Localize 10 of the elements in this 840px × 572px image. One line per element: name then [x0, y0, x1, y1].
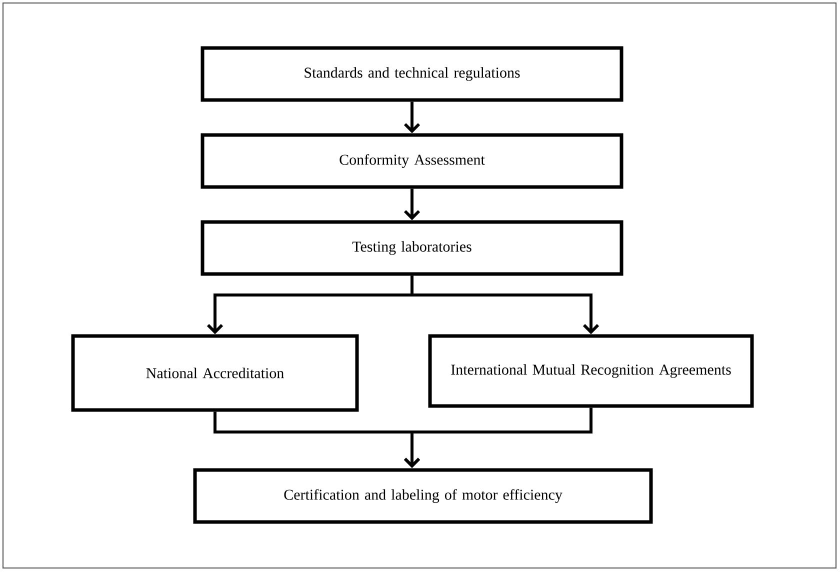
arrow [404, 408, 592, 468]
arrow [404, 188, 420, 220]
process-box: International Mutual Recognition Agreements [428, 334, 754, 408]
process-box: National Accreditation [71, 334, 359, 412]
process-box: Testing laboratories [200, 220, 624, 276]
arrow [410, 276, 600, 334]
process-box: Standards and technical regulations [200, 46, 624, 102]
process-box: Conformity Assessment [200, 133, 624, 189]
arrow [404, 102, 420, 134]
process-box: Certification and labeling of motor efficiency [193, 468, 653, 524]
